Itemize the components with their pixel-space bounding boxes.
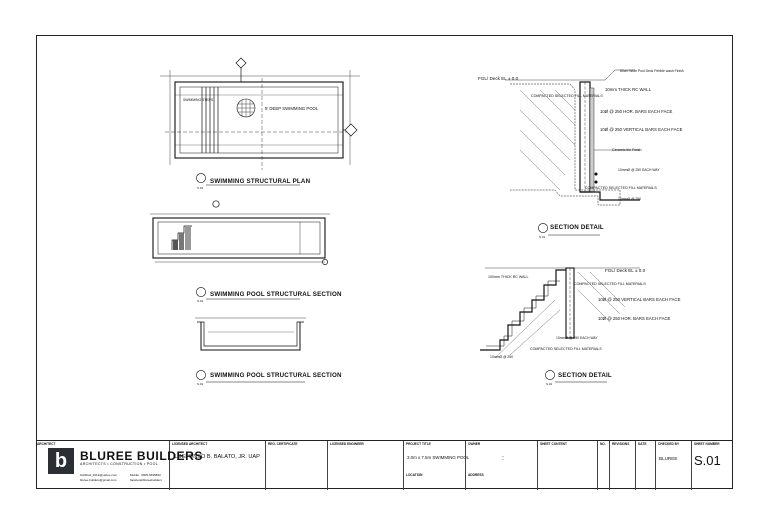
date-caption: DATE xyxy=(638,442,647,446)
sheet-number-caption: SHEET NUMBER xyxy=(694,442,720,446)
project-title: 3.0m x 7.5m SWIMMING POOL xyxy=(407,455,470,460)
revision-no-cell: NO. xyxy=(597,441,609,490)
email-2: bluree.builders@gmail.com xyxy=(80,478,117,482)
revisions-caption: REVISIONS xyxy=(612,442,630,446)
licensed-architect-caption: LICENSED ARCHITECT xyxy=(172,442,208,446)
drawings-canvas: 5' DEEP SWIMMING POOL SWIMMING STEPS 80c… xyxy=(150,57,684,383)
checked-by-value: BLUREE xyxy=(659,456,678,461)
section-detail-ref: S.01 xyxy=(539,235,546,239)
structural-plan-drawing xyxy=(160,57,360,170)
owner-caption: OWNER xyxy=(468,442,481,446)
plan-title: SWIMMING STRUCTURAL PLAN xyxy=(210,178,311,185)
plan-ref: S.01 xyxy=(197,186,204,190)
note-fill-2: COMPACTED SELECTED FILL MATERIALS xyxy=(585,186,657,190)
sheet-number: S.01 xyxy=(694,453,721,468)
owner-value: : xyxy=(502,455,504,462)
note-vert-bars: 10Ø @ 250 VERTICAL BARS EACH FACE xyxy=(600,127,683,132)
revisions-cell: REVISIONS xyxy=(609,441,635,490)
facebook: facebook/blureebuilders xyxy=(130,478,162,482)
note-fill-3: COMPACTED SELECTED FILL MATERIALS xyxy=(574,282,646,286)
note-bars-2: 10mmØ @ 250 xyxy=(490,355,513,359)
drawing-sheet-border xyxy=(36,35,733,489)
note-each-way-2: 10mmØ @ 250 EACH WAY xyxy=(556,336,598,340)
reg-certificate-cell: REG. CERTIFICATE xyxy=(265,441,327,490)
address-caption: ADDRESS xyxy=(468,473,484,477)
plan-steps-label: SWIMMING STEPS xyxy=(183,98,214,102)
section-detail-2-ref: S.01 xyxy=(546,382,553,386)
pool-section-title: SWIMMING POOL STRUCTURAL SECTION xyxy=(210,291,342,298)
note-vert-bars-2: 10Ø @ 250 VERTICAL BARS EACH FACE xyxy=(598,297,681,302)
email-1: bubilbuil_2013@yahoo.com xyxy=(80,473,118,477)
brand-tagline: ARCHITECTS • CONSTRUCTION • POOL xyxy=(80,462,159,466)
note-hor-bars: 10Ø @ 250 HOR. BARS EACH FACE xyxy=(600,109,673,114)
fgl-label-2: FGL/ Deck EL ± 0.0 xyxy=(605,268,646,273)
pool-section-2-ref: S.01 xyxy=(197,382,204,386)
section-detail-5-drawing xyxy=(480,267,640,359)
reg-caption: REG. CERTIFICATE xyxy=(268,442,298,446)
note-deck: 80cm Wide Pool Deck Pebble wash Finish xyxy=(620,69,684,73)
project-title-cell: PROJECT TITLE 3.0m x 7.5m SWIMMING POOL … xyxy=(403,441,469,490)
date-cell: DATE xyxy=(635,441,655,490)
fgl-label: FGL/ Deck EL ± 0.0 xyxy=(478,76,519,81)
sheet-number-cell: SHEET NUMBER xyxy=(691,441,733,490)
note-bars: 10mmØ @ 250 xyxy=(618,197,641,201)
note-hor-bars-2: 10Ø @ 250 HOR. BARS EACH FACE xyxy=(598,316,671,321)
note-each-way: 10mmØ @ 250 EACH WAY xyxy=(618,168,660,172)
licensed-engineer-caption: LICENSED ENGINEER xyxy=(330,442,364,446)
note-fill: COMPACTED SELECTED FILL MATERIALS xyxy=(531,94,603,98)
note-wall: 10mm THICK RC WALL xyxy=(605,87,652,92)
note-fill-4: COMPACTED SELECTED FILL MATERIALS xyxy=(530,347,602,351)
pool-section-ref: S.01 xyxy=(197,299,204,303)
title-block: ARCHITECT LICENSED ARCHITECT ILDEFONSO B… xyxy=(36,440,733,490)
mobile: Mobile : 0905-6695893 xyxy=(130,473,161,477)
pool-section-small-drawing xyxy=(195,317,306,351)
checked-caption: CHECKED BY xyxy=(658,442,680,446)
licensed-engineer-cell: LICENSED ENGINEER xyxy=(327,441,403,490)
bluree-logo: b xyxy=(48,448,74,474)
pool-section-drawing xyxy=(150,200,330,265)
section-detail-title: SECTION DETAIL xyxy=(550,224,604,231)
project-caption: PROJECT TITLE xyxy=(406,442,431,446)
brand-name: BLUREE BUILDERS xyxy=(80,449,204,463)
owner-cell: OWNER : ADDRESS xyxy=(465,441,537,490)
section-detail-4-drawing xyxy=(505,69,640,206)
note-tile: Ceramic tile Finish xyxy=(612,148,642,152)
architect-name: ILDEFONSO B. BALATO, JR. UAP xyxy=(173,454,260,460)
licensed-architect-cell: LICENSED ARCHITECT ILDEFONSO B. BALATO, … xyxy=(169,441,265,490)
plan-label: 5' DEEP SWIMMING POOL xyxy=(265,106,319,111)
location-caption: LOCATION xyxy=(406,473,423,477)
sheet-content-cell: SHEET CONTENT xyxy=(537,441,597,490)
note-wall-2: 100mm THICK RC WALL xyxy=(488,275,529,279)
section-detail-2-title: SECTION DETAIL xyxy=(558,372,612,379)
sheet-content-caption: SHEET CONTENT xyxy=(540,442,567,446)
pool-section-2-title: SWIMMING POOL STRUCTURAL SECTION xyxy=(210,372,342,379)
no-caption: NO. xyxy=(600,442,606,446)
architect-caption: ARCHITECT xyxy=(37,442,56,446)
checked-by-cell: CHECKED BY BLUREE xyxy=(655,441,691,490)
